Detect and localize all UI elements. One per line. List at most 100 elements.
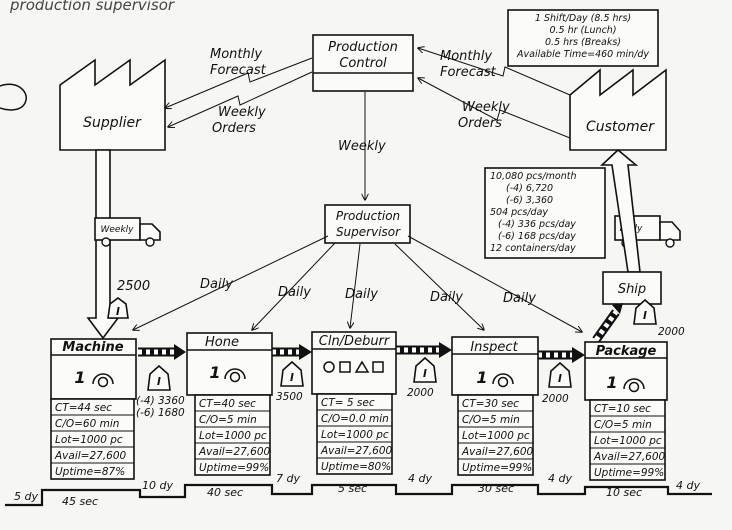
process-hone: Hone 1 CT=40 sec C/O=5 min Lot=1000 pc A… <box>186 332 273 476</box>
demand-info-line: 12 containers/day <box>490 243 576 254</box>
svg-text:I: I <box>643 310 647 322</box>
ship-to-customer-arrow <box>599 148 641 273</box>
push-arrow <box>272 344 312 360</box>
inventory-inspect-package: 2000 <box>542 393 569 405</box>
svg-text:I: I <box>423 368 427 380</box>
production-supervisor-line2: Supervisor <box>336 225 401 239</box>
daily-label: Daily <box>430 290 463 305</box>
daily-arrow <box>252 242 336 330</box>
process-data-line: Uptime=99% <box>199 462 269 474</box>
daily-arrow <box>394 243 484 330</box>
daily-label: Daily <box>345 287 378 302</box>
margin-scribble <box>0 83 27 111</box>
operator-count: 1 <box>74 368 85 387</box>
production-supervisor-box: Production Supervisor <box>324 204 411 244</box>
svg-text:I: I <box>558 373 562 385</box>
inventory-triangle: I <box>147 364 171 391</box>
process-data-line: C/O=5 min <box>594 419 652 431</box>
operator-icon <box>92 373 114 388</box>
demand-info-line: 10,080 pcs/month <box>490 171 577 182</box>
process-name: Machine <box>62 340 123 355</box>
customer-forecast-label: Forecast <box>440 65 497 80</box>
inventory-cln-inspect: 2000 <box>407 387 434 399</box>
operator-count: 1 <box>209 363 220 382</box>
svg-text:I: I <box>157 376 161 388</box>
customer-info-line: Available Time=460 min/dy <box>516 49 649 60</box>
process-data-line: Uptime=99% <box>594 467 664 479</box>
process-name: Package <box>596 344 657 359</box>
timeline-days: 4 dy <box>408 472 432 485</box>
timeline <box>5 483 712 507</box>
process-data-line: CT=44 sec <box>55 402 112 414</box>
customer-info-line: 0.5 hrs (Breaks) <box>545 37 621 48</box>
operator-count: 1 <box>606 373 617 392</box>
customer-info-line: 1 Shift/Day (8.5 hrs) <box>535 13 631 24</box>
process-data-line: CT=30 sec <box>462 398 519 410</box>
demand-info-line: 504 pcs/day <box>490 207 548 218</box>
inventory-triangle: I <box>633 298 657 325</box>
customer-info-box: 1 Shift/Day (8.5 hrs) 0.5 hr (Lunch) 0.5… <box>507 9 659 67</box>
process-name: Cln/Deburr <box>319 334 391 349</box>
process-cln-deburr: Cln/Deburr CT= 5 sec C/O=0.0 min Lot=100… <box>311 331 397 475</box>
demand-info-line: (-6) 168 pcs/day <box>498 231 576 242</box>
process-machine: Machine 1 CT=44 sec C/O=60 min Lot=1000 … <box>50 338 137 480</box>
process-data-line: Avail=27,600 <box>461 446 534 458</box>
production-control-line1: Production <box>328 40 398 55</box>
inventory-triangle: I <box>280 360 304 387</box>
process-data-line: C/O=5 min <box>462 414 520 426</box>
timeline-seconds: 30 sec <box>478 482 514 495</box>
push-arrow <box>396 342 452 358</box>
supplier-orders-label: Orders <box>212 121 256 136</box>
process-data-line: C/O=5 min <box>199 414 257 426</box>
demand-info-line: (-6) 3,360 <box>506 195 553 206</box>
process-data-line: Avail=27,600 <box>593 451 666 463</box>
process-data-line: C/O=60 min <box>55 418 119 430</box>
production-control-box: Production Control <box>312 34 414 92</box>
header-scribble: production supervisor <box>9 0 175 14</box>
weekly-orders-arrow-customer <box>418 78 571 139</box>
push-arrow <box>538 347 585 363</box>
production-supervisor-line1: Production <box>336 209 400 223</box>
process-data-line: CT=40 sec <box>199 398 256 410</box>
inventory-machine-hone-line: (-4) 3360 <box>136 395 185 407</box>
demand-info-line: (-4) 6,720 <box>506 183 553 194</box>
timeline-days: 4 dy <box>548 472 572 485</box>
process-data-line: Uptime=80% <box>321 461 391 473</box>
process-data-line: Lot=1000 pc <box>321 429 389 441</box>
process-data-line: C/O=0.0 min <box>321 413 389 425</box>
weekly-orders-arrow-supplier <box>168 71 313 127</box>
timeline-days: 4 dy <box>676 479 700 492</box>
process-data-line: Lot=1000 pc <box>462 430 530 442</box>
daily-arrow <box>133 235 329 330</box>
process-data-line: Avail=27,600 <box>320 445 393 457</box>
process-name: Inspect <box>470 340 518 355</box>
package-to-ship-push-arrow <box>592 303 623 343</box>
supplier-weekly-label: Weekly <box>218 105 266 120</box>
demand-info-line: (-4) 336 pcs/day <box>498 219 576 230</box>
timeline-seconds: 45 sec <box>62 495 98 508</box>
process-data-line: Avail=27,600 <box>198 446 271 458</box>
process-data-line: CT= 5 sec <box>321 397 375 409</box>
customer-factory: Customer <box>569 68 667 151</box>
customer-monthly-label: Monthly <box>440 49 492 64</box>
ship-label: Ship <box>618 282 646 297</box>
supplier-monthly-label: Monthly <box>210 47 262 62</box>
push-arrow <box>138 344 186 360</box>
cleaning-symbols-icon <box>323 360 384 373</box>
inventory-machine-hone-line: (-6) 1680 <box>136 407 185 419</box>
daily-arrow <box>407 235 582 332</box>
customer-info-line: 0.5 hr (Lunch) <box>549 25 616 36</box>
process-data-line: Avail=27,600 <box>54 450 127 462</box>
timeline-seconds: 40 sec <box>207 486 243 499</box>
timeline-seconds: 10 sec <box>606 486 642 499</box>
inventory-triangle: I <box>107 297 129 319</box>
supplier-truck: Weekly <box>94 217 161 247</box>
inventory-triangle: I <box>413 356 437 383</box>
process-name: Hone <box>205 335 239 350</box>
monthly-forecast-arrow-customer <box>418 48 571 96</box>
demand-info-box: 10,080 pcs/month (-4) 6,720 (-6) 3,360 5… <box>484 167 606 259</box>
process-data-line: Uptime=87% <box>55 466 125 478</box>
process-data-line: CT=10 sec <box>594 403 651 415</box>
customer-label: Customer <box>586 119 655 135</box>
